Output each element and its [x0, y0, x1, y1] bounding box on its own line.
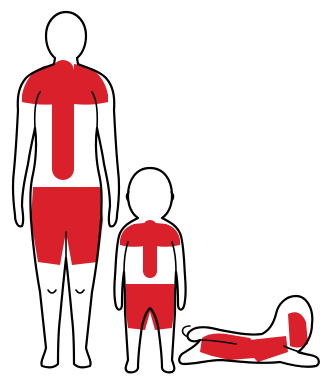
infant-shoulder-highlight: [288, 312, 308, 347]
infant-back-highlight: [250, 336, 288, 362]
toddler-arm-line-right: [172, 242, 176, 272]
infant-figure: [179, 296, 319, 367]
adult-knee-left: [48, 290, 56, 293]
toddler-arm-line-left: [124, 242, 128, 272]
adult-hips-highlight: [31, 187, 103, 265]
adult-spine-highlight: [52, 60, 74, 180]
adult-knee-right: [76, 290, 84, 293]
adult-figure: [13, 12, 119, 367]
infant-hips-highlight: [200, 334, 256, 361]
toddler-figure: [114, 168, 185, 372]
toddler-spine-highlight: [143, 220, 157, 278]
